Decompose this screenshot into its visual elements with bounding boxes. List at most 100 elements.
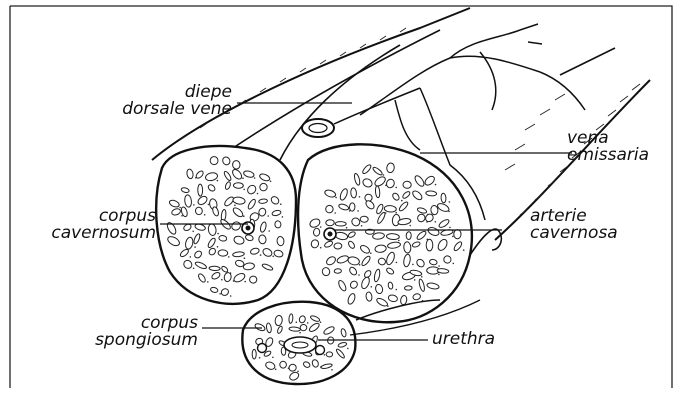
tissue-dot <box>409 225 411 227</box>
tissue-dot <box>395 212 397 214</box>
tissue-cell <box>335 222 346 227</box>
tissue-cell <box>218 250 228 257</box>
tissue-dot <box>260 254 262 256</box>
label-diepe-dorsale-vene: diepe dorsale vene <box>82 84 232 118</box>
tissue-cell <box>349 203 355 211</box>
tissue-dot <box>371 286 373 288</box>
tissue-cell <box>375 186 380 198</box>
tissue-dot <box>401 200 403 202</box>
tissue-cell <box>326 352 332 357</box>
tissue-cell <box>274 221 281 229</box>
tissue-dot <box>358 274 360 276</box>
tissue-dot <box>257 193 259 195</box>
tissue-dot <box>463 249 465 251</box>
tissue-dot <box>324 354 326 356</box>
tissue-dot <box>244 281 246 283</box>
tissue-dot <box>230 295 232 297</box>
tissue-dot <box>370 252 372 254</box>
tissue-dot <box>219 293 221 295</box>
tissue-cell <box>454 230 461 239</box>
label-corpus-spongiosum: corpus spongiosum <box>60 315 198 349</box>
right-corpus-cavernosum <box>298 144 472 322</box>
tissue-dot <box>244 257 246 259</box>
tissue-dot <box>449 201 451 203</box>
tissue-dot <box>435 184 437 186</box>
label-corpus-cavernosum: corpus cavernosum <box>12 208 156 242</box>
tissue-cell <box>406 232 411 240</box>
tissue-dot <box>438 274 440 276</box>
tissue-dot <box>272 357 274 359</box>
tissue-dot <box>357 210 359 212</box>
tissue-cell <box>441 193 446 203</box>
tissue-cell <box>195 207 203 215</box>
tissue-dot <box>282 216 284 218</box>
tissue-dot <box>331 369 333 371</box>
tissue-dot <box>217 180 219 182</box>
label-dorsale-vene: dorsale vene <box>82 101 232 118</box>
tissue-cell <box>360 216 368 222</box>
tissue-cell <box>198 184 203 196</box>
tissue-dot <box>387 305 389 307</box>
tissue-dot <box>359 264 361 266</box>
tissue-dot <box>383 174 385 176</box>
tissue-dot <box>396 289 398 291</box>
tissue-cell <box>277 236 285 246</box>
dorsal-vein-cut <box>302 119 334 137</box>
label-spongiosum: spongiosum <box>60 332 198 349</box>
tissue-dot <box>194 246 196 248</box>
tissue-dot <box>242 177 244 179</box>
label-arterie-cavernosa: arterie cavernosa <box>530 208 618 242</box>
tissue-dot <box>254 177 256 179</box>
tissue-dot <box>395 187 397 189</box>
tissue-dot <box>398 240 400 242</box>
tissue-cell <box>326 220 335 226</box>
tissue-dot <box>449 227 451 229</box>
tissue-dot <box>334 212 336 214</box>
tissue-dot <box>193 268 195 270</box>
tissue-dot <box>453 263 455 265</box>
tissue-dot <box>396 262 398 264</box>
tissue-dot <box>234 205 236 207</box>
shaft-outline-inner-top <box>230 30 440 150</box>
shaft-outline-far <box>560 48 615 75</box>
tissue-dot <box>320 247 322 249</box>
tissue-cell <box>288 364 296 372</box>
tissue-dot <box>179 207 181 209</box>
tissue-dot <box>320 321 322 323</box>
tissue-dot <box>272 255 274 257</box>
tissue-dot <box>275 369 277 371</box>
tissue-cell <box>289 314 294 324</box>
tissue-dot <box>299 332 301 334</box>
tissue-dot <box>204 214 206 216</box>
tissue-cell <box>386 233 399 240</box>
tissue-dot <box>208 204 210 206</box>
label-cavernosa: cavernosa <box>530 225 618 242</box>
tissue-cell <box>209 266 220 271</box>
tissue-cell <box>403 181 412 189</box>
tissue-cell <box>350 188 356 198</box>
tissue-dot <box>193 204 195 206</box>
tissue-dot <box>307 322 309 324</box>
tissue-dot <box>438 265 440 267</box>
tissue-dot <box>259 357 261 359</box>
tissue-dot <box>217 246 219 248</box>
tissue-cell <box>252 349 256 359</box>
tissue-dot <box>207 281 209 283</box>
left-corpus-cavernosum <box>156 146 296 304</box>
tissue-cell <box>233 183 243 189</box>
tissue-dot <box>414 279 416 281</box>
tissue-dot <box>347 348 349 350</box>
tissue-cell <box>289 327 301 332</box>
tissue-dot <box>267 215 269 217</box>
tissue-cell <box>232 160 240 169</box>
tissue-cell <box>258 199 267 204</box>
label-emissaria: emissaria <box>567 147 649 164</box>
tissue-dot <box>280 203 282 205</box>
tissue-dot <box>192 231 194 233</box>
tissue-cell <box>334 269 341 274</box>
corpus-spongiosum <box>242 302 355 384</box>
tissue-dot <box>217 233 219 235</box>
tissue-cell <box>300 324 307 331</box>
tissue-cell <box>334 243 342 250</box>
